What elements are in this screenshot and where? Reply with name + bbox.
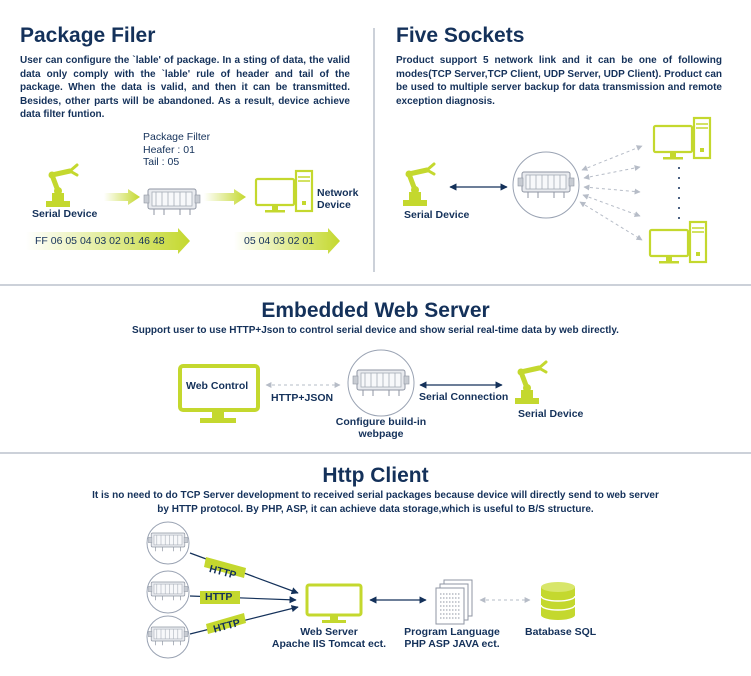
http-client-description-2: by HTTP protocol. By PHP, ASP, it can ac… <box>157 504 594 515</box>
pf-arrow-1 <box>104 189 140 205</box>
program-label-1: Program Language <box>404 626 500 638</box>
hc-http-tag-bg-2 <box>200 591 240 604</box>
package-filer-title: Package Filer <box>20 24 156 47</box>
program-label-2: PHP ASP JAVA ect. <box>404 638 500 650</box>
hc-document-icon <box>435 579 473 625</box>
package-filter-tail: Tail : 05 <box>143 156 180 168</box>
http-tag-2: HTTP <box>205 591 233 603</box>
configure-label-1: Configure build-in <box>335 416 427 428</box>
ws-web-control-monitor <box>178 364 260 423</box>
pf-pc-icon <box>254 169 314 214</box>
hc-module-1 <box>146 521 190 565</box>
pf-raw-data-arrow <box>26 228 190 254</box>
package-filter-title: Package Filter <box>143 131 211 143</box>
package-filter-header: Heafer : 01 <box>143 144 195 156</box>
web-control-label: Web Control <box>186 380 249 392</box>
web-server-label-2: Apache IIS Tomcat ect. <box>271 638 387 650</box>
pf-module-icon <box>143 188 201 216</box>
pf-network-label-2: Device <box>317 199 351 211</box>
web-server-description: Support user to use HTTP+Json to control… <box>132 325 619 336</box>
pf-arrow-2 <box>204 189 246 205</box>
fs-serial-device-label: Serial Device <box>404 209 470 221</box>
pf-robot-icon <box>46 165 77 207</box>
database-label: Batabase SQL <box>525 626 597 638</box>
five-sockets-description: Product support 5 network link and it ca… <box>396 55 722 107</box>
pf-filtered-data: 05 04 03 02 01 <box>244 235 315 247</box>
ws-serial-device-label: Serial Device <box>518 408 584 420</box>
fs-robot-icon <box>403 164 434 206</box>
pf-raw-data: FF 06 05 04 03 02 01 46 48 <box>35 235 165 247</box>
web-server-label-1: Web Server <box>300 626 358 638</box>
hc-web-server-monitor <box>305 583 363 623</box>
ws-robot-icon <box>515 362 546 404</box>
fs-pc-bottom-icon <box>648 220 708 265</box>
package-filer-description: User can configure the `lable' of packag… <box>20 55 350 120</box>
hc-database-icon <box>540 582 576 620</box>
serial-connection-label: Serial Connection <box>419 391 509 403</box>
five-sockets-title: Five Sockets <box>396 24 525 47</box>
http-client-title: Http Client <box>322 464 429 487</box>
hc-http-tag-bg-3 <box>206 613 246 634</box>
pf-network-label-1: Network <box>317 187 359 199</box>
hc-module-2 <box>146 570 190 614</box>
http-json-label: HTTP+JSON <box>271 392 334 404</box>
pf-serial-device-label: Serial Device <box>32 208 98 220</box>
http-client-description-1: It is no need to do TCP Server developme… <box>92 490 659 501</box>
hc-http-tag-bg-1 <box>204 557 246 578</box>
hc-module-3 <box>146 615 190 659</box>
web-server-title: Embedded Web Server <box>261 299 490 322</box>
pf-filtered-data-arrow <box>234 228 340 254</box>
fs-pc-top-icon <box>652 116 712 161</box>
fs-vertical-dots <box>678 167 680 219</box>
configure-label-2: webpage <box>358 428 404 440</box>
